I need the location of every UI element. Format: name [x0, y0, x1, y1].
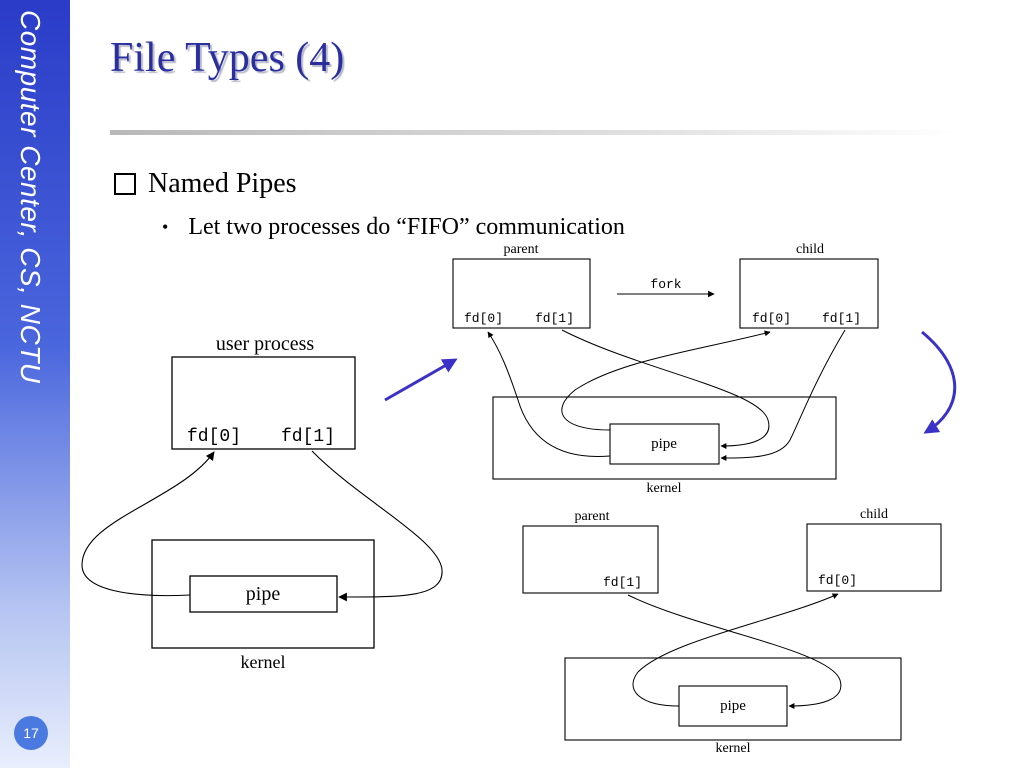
pipe-box-single: [189, 575, 338, 613]
sidebar-label: Computer Center, CS, NCTU: [15, 10, 46, 384]
arrow-parent-fd1-to-pipe-final: [627, 594, 842, 709]
fork-child-fd1: fd[1]: [822, 311, 861, 326]
user-process-label: user process: [216, 333, 315, 355]
fork-label: fork: [650, 277, 681, 292]
title-divider: [110, 130, 956, 135]
sub-bullet: • Let two processes do “FIFO” communicat…: [162, 214, 625, 241]
bullet-text: Named Pipes: [148, 168, 297, 199]
checkbox-bullet-icon: [114, 173, 136, 195]
final-child-box: [806, 523, 942, 592]
fork-parent-fd0: fd[0]: [464, 311, 503, 326]
fork-parent-fd1: fd[1]: [535, 311, 574, 326]
kernel-box-final: [564, 657, 902, 741]
diagram-final: parent fd[1] child fd[0] pipe kernel: [522, 507, 942, 756]
sidebar: Computer Center, CS, NCTU 17: [0, 0, 70, 768]
fork-parent-label: parent: [504, 242, 539, 257]
slide-title: File Types (4): [110, 35, 345, 81]
fork-child-box: [739, 258, 879, 329]
sub-bullet-prefix: Let two processes do: [188, 214, 397, 240]
final-parent-fd1: fd[1]: [603, 575, 642, 590]
kernel-box-single: [151, 539, 375, 649]
pipe-label-final: pipe: [720, 698, 746, 714]
final-child-label: child: [860, 507, 888, 522]
transition-arrow-down: [921, 330, 957, 434]
sub-bullet-quoted: “FIFO”: [396, 214, 470, 240]
user-process-box: [171, 356, 356, 450]
arrow-child-fd1-to-pipe: [720, 329, 846, 461]
single-fd1-label: fd[1]: [281, 427, 335, 447]
arrow-fd1-to-pipe: [311, 450, 443, 602]
pipe-label-single: pipe: [246, 583, 281, 605]
kernel-box-fork: [492, 396, 837, 480]
kernel-label-final: kernel: [716, 741, 751, 756]
single-fd0-label: fd[0]: [187, 427, 241, 447]
kernel-label-single: kernel: [241, 652, 286, 672]
final-parent-box: [522, 525, 659, 594]
pipe-box-fork: [609, 423, 720, 465]
final-child-fd0: fd[0]: [818, 573, 857, 588]
arrow-pipe-to-fd0: [81, 451, 215, 597]
diagram-single-process: user process fd[0] fd[1] pipe kernel: [81, 333, 443, 672]
diagram-fork: parent fd[0] fd[1] child fd[0] fd[1] for…: [452, 242, 879, 496]
fork-parent-box: [452, 258, 591, 329]
final-parent-label: parent: [575, 509, 610, 524]
kernel-label-fork: kernel: [647, 481, 682, 496]
page-number-badge: 17: [14, 716, 48, 750]
fork-child-fd0: fd[0]: [752, 311, 791, 326]
fork-child-label: child: [796, 242, 824, 257]
transition-arrow-right: [384, 358, 458, 402]
arrow-pipe-to-child-fd0: [561, 330, 771, 431]
pipe-label-fork: pipe: [651, 436, 677, 452]
arrow-parent-fd1-to-pipe: [561, 329, 770, 449]
arrow-pipe-to-child-fd0-final: [632, 593, 839, 707]
arrow-pipe-to-parent-fd0: [487, 331, 611, 458]
sub-bullet-suffix: communication: [469, 214, 625, 240]
bullet-named-pipes: Named Pipes: [114, 168, 297, 200]
dot-bullet-icon: •: [162, 217, 169, 237]
